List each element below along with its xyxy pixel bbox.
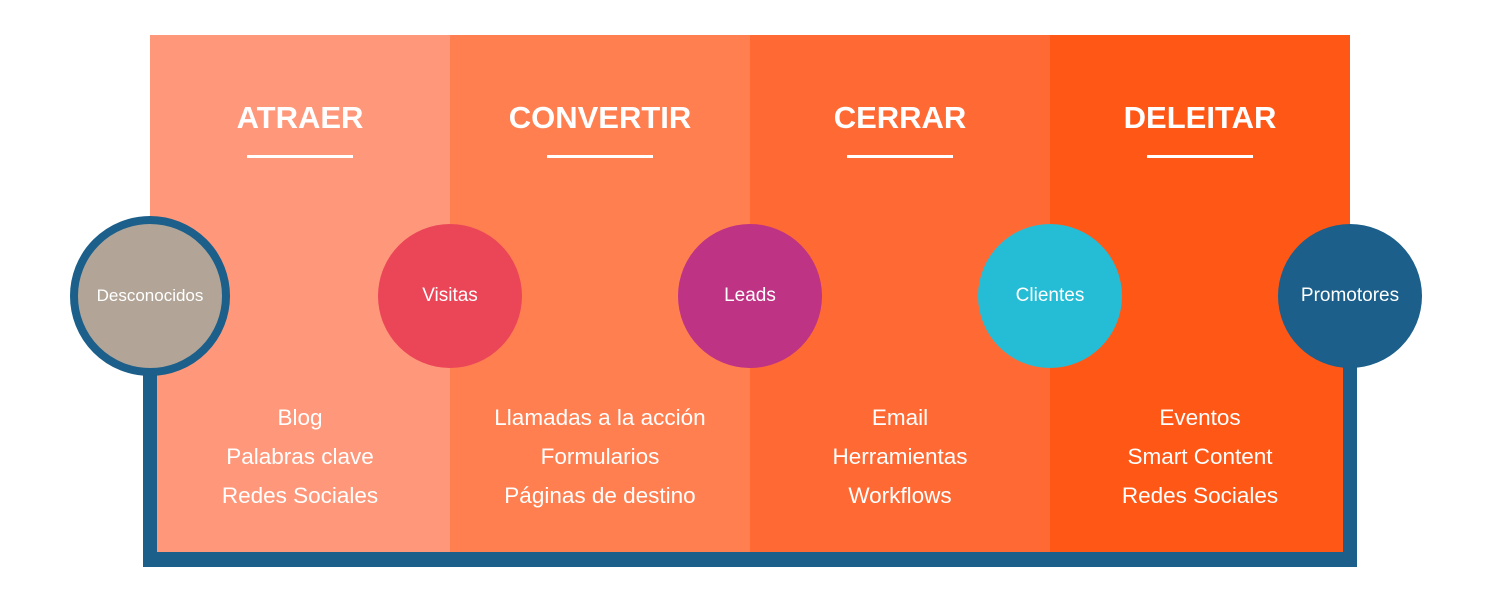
node-promotores: Promotores (1278, 224, 1422, 368)
node-desconocidos: Desconocidos (70, 216, 230, 376)
stage-title: CONVERTIR (508, 100, 692, 135)
stage-tools-list: Eventos Smart Content Redes Sociales (1050, 398, 1350, 515)
title-underline (547, 155, 653, 158)
stage-tools-list: Blog Palabras clave Redes Sociales (150, 398, 450, 515)
list-item: Redes Sociales (221, 483, 379, 508)
title-underline (1147, 155, 1253, 158)
stage-tools-list: Email Herramientas Workflows (750, 398, 1050, 515)
list-item: Smart Content (1127, 444, 1273, 469)
node-label: Promotores (1300, 285, 1400, 306)
node-clientes: Clientes (978, 224, 1122, 368)
node-visitas: Visitas (378, 224, 522, 368)
node-leads: Leads (678, 224, 822, 368)
node-label: Visitas (422, 285, 478, 306)
stage-tools-list: Llamadas a la acción Formularios Páginas… (450, 398, 750, 515)
list-item: Email (871, 405, 929, 430)
list-item: Palabras clave (226, 444, 374, 469)
list-item: Eventos (1159, 405, 1241, 430)
node-label: Desconocidos (96, 286, 204, 305)
list-item: Redes Sociales (1121, 483, 1279, 508)
connector-line-bottom (143, 552, 1357, 567)
node-label: Clientes (1015, 285, 1085, 306)
connector-line-left (143, 360, 157, 567)
node-label: Leads (724, 285, 776, 306)
stage-title: CERRAR (833, 100, 967, 135)
title-underline (247, 155, 353, 158)
stage-title: DELEITAR (1123, 100, 1277, 135)
list-item: Workflows (848, 483, 952, 508)
title-underline (847, 155, 953, 158)
list-item: Páginas de destino (504, 483, 696, 508)
connector-line-right (1343, 350, 1357, 567)
list-item: Formularios (540, 444, 660, 469)
list-item: Llamadas a la acción (494, 405, 706, 430)
list-item: Herramientas (832, 444, 968, 469)
list-item: Blog (277, 405, 323, 430)
stage-title: ATRAER (236, 100, 364, 135)
